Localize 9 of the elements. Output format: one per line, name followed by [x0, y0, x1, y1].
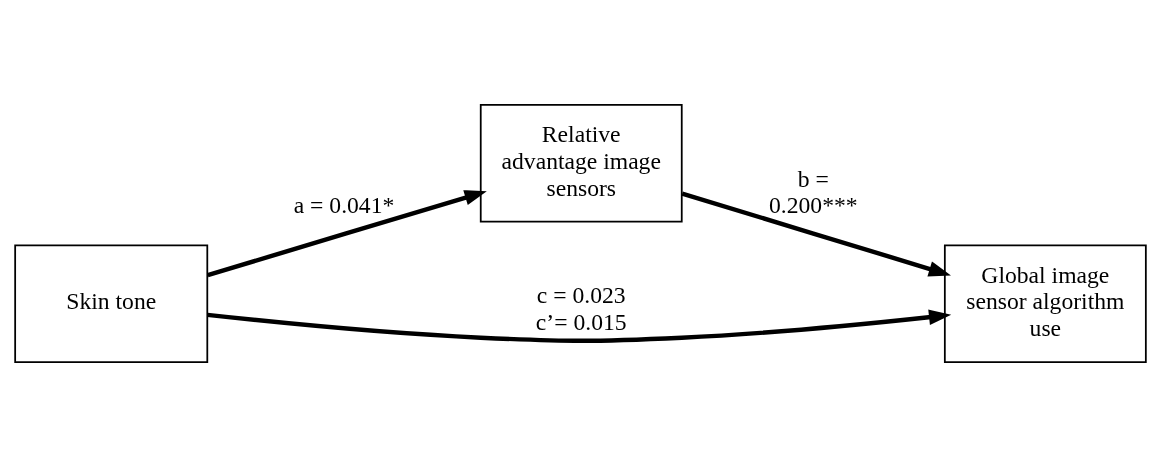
edge-label: b = 0.200***	[768, 165, 858, 219]
node-box: Global image sensor algorithm use	[943, 244, 1147, 363]
arrow	[681, 191, 951, 277]
edge-label: a = 0.041*	[293, 192, 395, 219]
node-box: Relative advantage image sensors	[479, 104, 683, 223]
edge-label: c = 0.023 c’= 0.015	[535, 282, 627, 336]
node-box: Skin tone	[14, 244, 209, 363]
arrow	[207, 190, 487, 278]
arrow	[207, 309, 952, 344]
